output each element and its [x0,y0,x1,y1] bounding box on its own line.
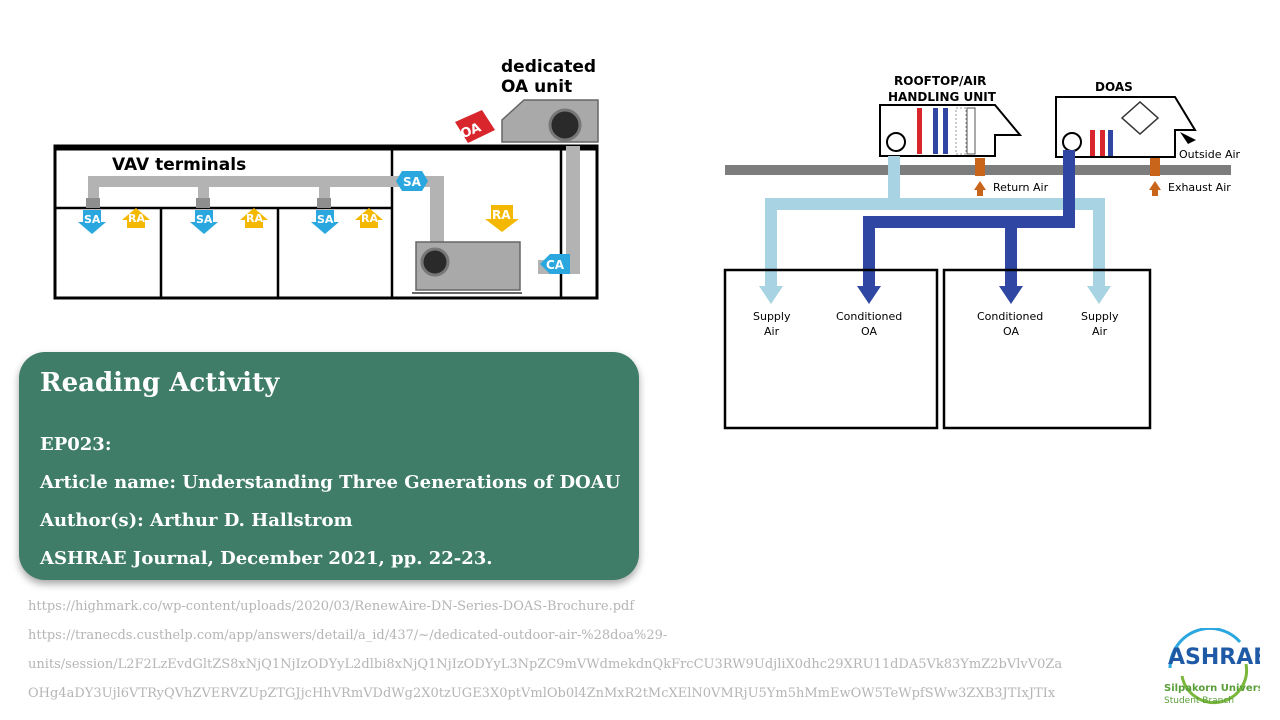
episode: EP023: [40,434,112,455]
ra-arrow-ahu: RA [485,205,519,232]
svg-text:OA: OA [861,325,877,338]
svg-text:OA: OA [458,120,483,142]
svg-text:Supply: Supply [753,310,791,323]
outside-air-label: Outside Air [1179,148,1241,161]
reference-link-2b[interactable]: units/session/L2F2LzEvdGltZS8xNjQ1NjIzOD… [28,657,1063,672]
doau-label-1: dedicated [501,57,596,77]
svg-text:SA: SA [403,175,422,189]
sa-arrow-2: SA [190,210,218,234]
svg-text:CA: CA [546,258,565,272]
svg-text:RA: RA [492,208,511,222]
doas-diagram: ROOFTOP/AIR HANDLING UNIT DOAS Outside A… [723,74,1241,430]
svg-text:Conditioned: Conditioned [977,310,1043,323]
ra-arrow-1: RA [122,208,150,228]
svg-text:Air: Air [764,325,780,338]
rtu-label-2: HANDLING UNIT [888,90,997,104]
room-left [723,268,939,430]
doas-box [1055,96,1197,158]
ra-arrow-2: RA [240,208,268,228]
doau-fan [548,108,582,142]
room-right [942,268,1152,430]
return-air-label: Return Air [993,181,1049,194]
svg-text:SA: SA [84,213,101,226]
svg-text:Conditioned: Conditioned [836,310,902,323]
vav-terminals-label: VAV terminals [112,155,246,175]
svg-text:Silpakorn University: Silpakorn University [1164,683,1260,694]
reference-link-2a[interactable]: https://tranecds.custhelp.com/app/answer… [28,628,668,643]
oa-arrow [455,110,495,143]
svg-text:Supply: Supply [1081,310,1119,323]
svg-text:OA: OA [1003,325,1019,338]
journal-citation: ASHRAE Journal, December 2021, pp. 22-23… [40,548,493,569]
svg-text:RA: RA [128,212,145,225]
ca-arrow [540,254,570,274]
svg-text:RA: RA [361,212,378,225]
svg-text:RA: RA [246,212,263,225]
reading-activity-card: Reading Activity EP023: Article name: Un… [19,352,639,580]
svg-text:Air: Air [1092,325,1108,338]
reference-link-1[interactable]: https://highmark.co/wp-content/uploads/2… [28,599,635,614]
card-title: Reading Activity [40,368,280,398]
article-name: Article name: Understanding Three Genera… [40,472,621,493]
rtu-label-1: ROOFTOP/AIR [894,74,986,88]
reference-link-2c[interactable]: OHg4aDY3Ujl6VTRyQVhZVERVZUpZTGJjcHhVRmVD… [28,686,1056,701]
svg-text:SA: SA [317,213,334,226]
svg-text:ASHRAE: ASHRAE [1168,645,1260,670]
ashrae-mark-icon: ASHRAE Silpakorn University Student Bran… [1164,626,1279,706]
exhaust-air-label: Exhaust Air [1168,181,1231,194]
author: Author(s): Arthur D. Hallstrom [40,510,353,531]
vav-doau-diagram: OA dedicated OA unit VAV terminals SA SA… [53,57,599,300]
ashrae-logo: ASHRAE Silpakorn University Student Bran… [1160,626,1279,712]
svg-text:Student Branch: Student Branch [1164,696,1234,706]
doas-label: DOAS [1095,80,1133,94]
sa-arrow-3: SA [311,210,339,234]
svg-text:SA: SA [196,213,213,226]
doau-label-2: OA unit [501,77,572,97]
sa-arrow-1: SA [78,210,106,234]
ra-arrow-3: RA [355,208,383,228]
